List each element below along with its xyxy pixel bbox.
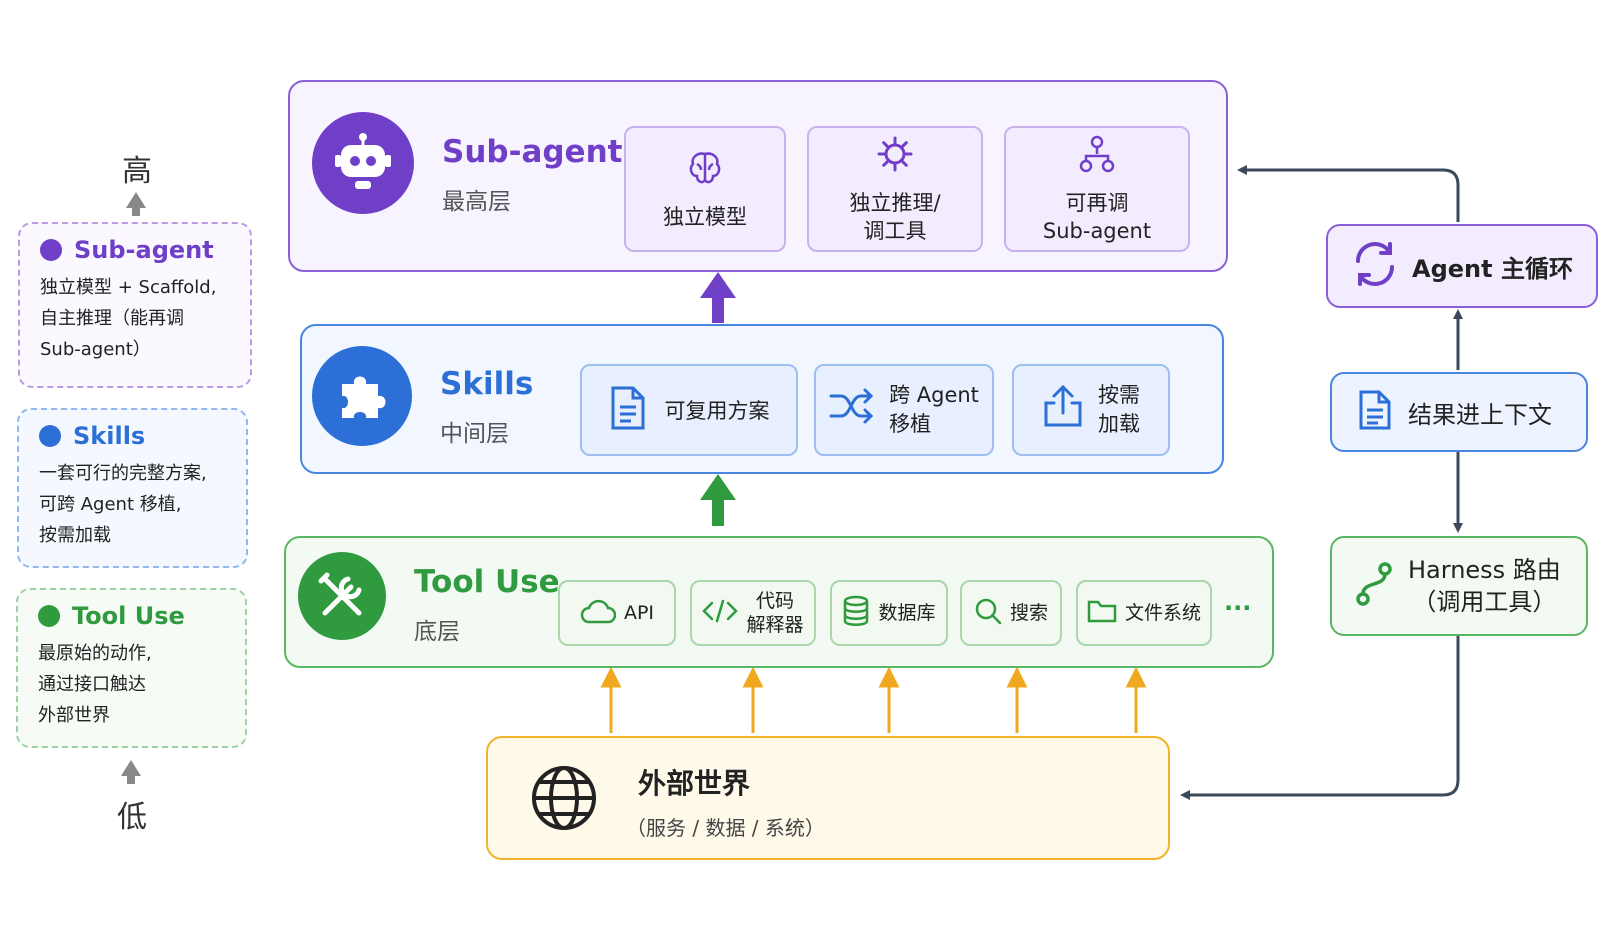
tool-database: 数据库 — [830, 580, 948, 646]
tool-code-interpreter: 代码 解释器 — [690, 580, 816, 646]
feature-on-demand: 按需 加载 — [1012, 364, 1170, 456]
loop-harness-label: Harness 路由 （调用工具） — [1408, 556, 1561, 616]
harness-routing: Harness 路由 （调用工具） — [1330, 536, 1588, 636]
more-tools-indicator: ··· — [1224, 594, 1252, 622]
layer-title: Skills — [440, 366, 534, 402]
agent-main-loop: Agent 主循环 — [1326, 224, 1598, 308]
feature-reusable-plan: 可复用方案 — [580, 364, 798, 456]
robot-icon — [312, 112, 414, 214]
gear-icon — [875, 134, 915, 181]
code-icon — [702, 597, 739, 630]
loop-main-label: Agent 主循环 — [1412, 254, 1573, 283]
feature-label: 可复用方案 — [664, 399, 770, 423]
skills-layer: Skills 中间层 可复用方案 跨 Agent 移植 按需 加载 — [300, 324, 1224, 474]
upload-icon — [1042, 383, 1084, 437]
arrow-tooluse-to-skills — [700, 474, 736, 526]
tool-label: 代码 解释器 — [746, 590, 804, 636]
feature-label: 按需 加载 — [1098, 383, 1140, 436]
feature-label: 独立模型 — [663, 204, 747, 229]
axis-high-label: 高 — [122, 154, 152, 189]
brain-icon — [685, 148, 725, 195]
database-icon — [842, 595, 870, 632]
legend-desc: 独立模型 + Scaffold, 自主推理（能再调 Sub-agent） — [40, 277, 217, 360]
globe-icon — [530, 764, 598, 836]
legend-skills: Skills 一套可行的完整方案, 可跨 Agent 移植, 按需加载 — [17, 408, 248, 568]
legend-desc: 最原始的动作, 通过接口触达 外部世界 — [38, 643, 152, 726]
tool-filesystem: 文件系统 — [1076, 580, 1212, 646]
legend-title: Sub-agent — [74, 236, 214, 264]
subagent-layer: Sub-agent 最高层 独立模型 独立推理/ 调工具 — [288, 80, 1228, 272]
folder-icon — [1087, 598, 1117, 629]
layer-title: Sub-agent — [442, 134, 623, 170]
hierarchy-icon — [1077, 134, 1117, 181]
document-icon — [609, 385, 647, 436]
tool-label: 文件系统 — [1124, 602, 1201, 624]
tool-label: 数据库 — [878, 602, 936, 624]
legend-tooluse: Tool Use 最原始的动作, 通过接口触达 外部世界 — [16, 588, 247, 748]
legend-dot — [39, 425, 61, 447]
tool-label: 搜索 — [1009, 602, 1048, 624]
external-arrows — [600, 666, 1147, 733]
layer-subtitle: 最高层 — [442, 189, 511, 215]
layer-subtitle: 中间层 — [440, 421, 509, 447]
feature-label: 独立推理/ 调工具 — [849, 190, 941, 243]
cloud-icon — [580, 597, 617, 630]
feature-independent-reasoning: 独立推理/ 调工具 — [807, 126, 983, 252]
tool-api: API — [558, 580, 676, 646]
tools-icon — [298, 552, 386, 640]
feature-independent-model: 独立模型 — [624, 126, 786, 252]
tooluse-layer: Tool Use 底层 API 代码 解释器 数据库 — [284, 536, 1274, 668]
route-icon — [1354, 561, 1394, 611]
shuffle-icon — [829, 386, 875, 434]
feature-cross-agent: 跨 Agent 移植 — [814, 364, 994, 456]
legend-desc: 一套可行的完整方案, 可跨 Agent 移植, 按需加载 — [39, 463, 207, 546]
legend-subagent: Sub-agent 独立模型 + Scaffold, 自主推理（能再调 Sub-… — [18, 222, 252, 388]
external-world: 外部世界 （服务 / 数据 / 系统） — [486, 736, 1170, 860]
external-title: 外部世界 — [638, 767, 751, 800]
puzzle-icon — [312, 346, 412, 446]
legend-title: Skills — [73, 422, 146, 450]
tool-search: 搜索 — [960, 580, 1062, 646]
feature-label: 可再调 Sub-agent — [1042, 190, 1152, 243]
arrow-skills-to-subagent — [700, 272, 736, 323]
loop-context-label: 结果进上下文 — [1408, 400, 1552, 429]
result-to-context: 结果进上下文 — [1330, 372, 1588, 452]
search-icon — [974, 597, 1002, 630]
refresh-icon — [1350, 241, 1400, 291]
legend-dot — [38, 605, 60, 627]
document-icon — [1358, 389, 1392, 435]
axis-down-arrow — [121, 760, 141, 784]
axis-low-label: 低 — [117, 800, 147, 835]
external-subtitle: （服务 / 数据 / 系统） — [626, 816, 825, 840]
tool-label: API — [623, 602, 655, 624]
layer-subtitle: 底层 — [414, 619, 460, 645]
axis-up-arrow — [126, 192, 146, 216]
legend-title: Tool Use — [72, 602, 185, 630]
legend-dot — [40, 239, 62, 261]
layer-title: Tool Use — [414, 564, 560, 600]
feature-recall-subagent: 可再调 Sub-agent — [1004, 126, 1190, 252]
feature-label: 跨 Agent 移植 — [889, 383, 979, 436]
